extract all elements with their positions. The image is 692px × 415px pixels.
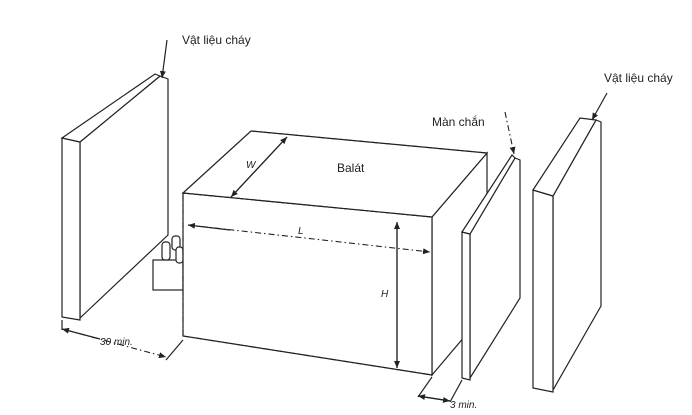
- label-combustible-right: Vật liệu cháy: [604, 71, 673, 85]
- label-height: H: [381, 289, 389, 300]
- screen-panel: [461, 111, 521, 381]
- label-clearance-right: 3 min.: [450, 400, 477, 411]
- terminal-block: [152, 235, 184, 291]
- label-combustible-left: Vật liệu cháy: [182, 33, 251, 47]
- label-screen: Màn chắn: [432, 114, 485, 129]
- left-panel-pointer: [159, 39, 168, 79]
- label-battery: Balát: [337, 161, 365, 175]
- label-length: L: [298, 226, 304, 237]
- clearance-right-dimension: [417, 376, 463, 403]
- clearance-left-dimension: [61, 320, 184, 361]
- right-panel-pointer: [591, 92, 608, 121]
- label-width: W: [246, 160, 257, 171]
- right-combustible-panel: [532, 92, 608, 393]
- label-clearance-left: 30 min.: [100, 337, 133, 348]
- left-combustible-panel: [60, 39, 169, 321]
- battery-box: [181, 130, 489, 377]
- screen-pointer: [504, 111, 516, 155]
